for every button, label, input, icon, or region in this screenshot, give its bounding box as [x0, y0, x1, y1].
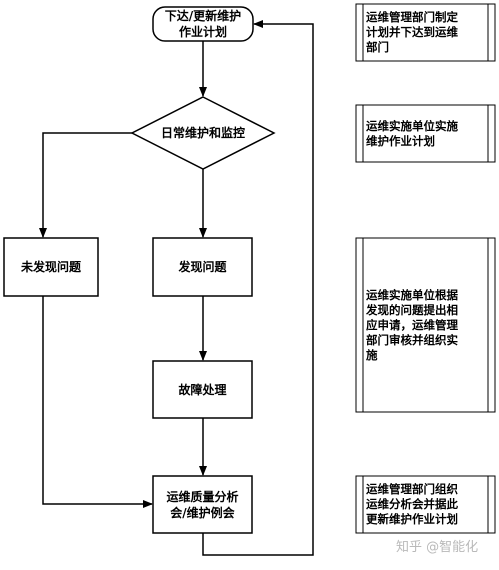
note-box-3-label: 运维实施单位根据 发现的问题提出相 应申请，运维管理 部门审核并组织实 施 [366, 287, 458, 362]
issue-found-node-shape [152, 237, 253, 297]
note-box-1-shape [355, 3, 496, 62]
decision-node-label: 日常维护和监控 [160, 126, 245, 140]
note-box-3-shape [355, 237, 496, 413]
no-issue-node-label: 未发现问题 [20, 260, 81, 274]
note-box-4-shape [355, 475, 496, 534]
note-box-2-shape [355, 104, 496, 163]
no-issue-to-analysis-arrow [42, 296, 153, 508]
decision-to-no-issue-arrow [39, 132, 132, 238]
note-box-4-label: 运维管理部门组织 运维分析会并据此 更新维护作业计划 [366, 482, 458, 526]
watermark-text: 知乎 @智能化 [396, 540, 479, 555]
note-box-2-label: 运维实施单位实施 维护作业计划 [366, 118, 458, 148]
analysis-feedback-loop-arrow [202, 20, 314, 556]
note-box-1-label: 运维管理部门制定 计划并下达到运维 部门 [366, 10, 458, 54]
fault-handling-node-shape [152, 360, 253, 419]
no-issue-node-shape [3, 237, 99, 297]
fault-handling-node-label: 故障处理 [178, 382, 227, 397]
issue-found-node-label: 发现问题 [178, 260, 227, 274]
analysis-meeting-node-label: 运维质量分析 会/维护例会 [166, 489, 239, 520]
start-node-label: 下达/更新维护 作业计划 [164, 9, 242, 39]
